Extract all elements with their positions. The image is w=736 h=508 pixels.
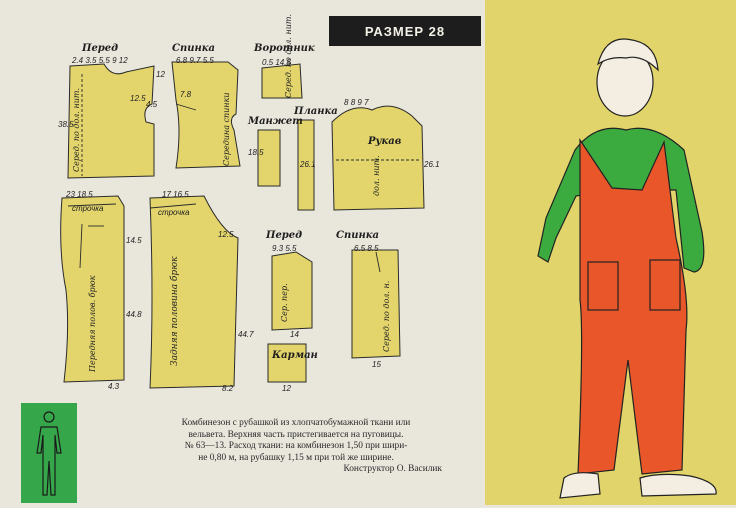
label-front: Перед xyxy=(82,43,119,54)
label-back: Спинка xyxy=(172,43,216,54)
shirt-back-piece xyxy=(171,61,241,169)
label-front-small: Перед xyxy=(266,230,303,241)
sleeve-piece xyxy=(331,105,425,211)
measure-trouser-front-length: 44.8 xyxy=(126,310,142,319)
back-small-grain-text: Серед. по дол. н. xyxy=(382,280,391,352)
measure-front-top: 2.4 3.5 5.5 9 12 xyxy=(72,56,128,65)
measure-front-side-c: 4.5 xyxy=(146,100,158,109)
measure-trouser-back-top: 17 16.5 xyxy=(162,190,189,199)
shirt-front-piece xyxy=(67,63,155,179)
label-cuff: Манжет xyxy=(248,116,303,127)
back-grain-text: Середина спинки xyxy=(222,92,231,167)
front-trouser-text: Передняя полов. брюк xyxy=(88,275,97,373)
overall-thumbnail xyxy=(21,403,77,503)
measure-trouser-back-length: 44.7 xyxy=(238,330,254,339)
front-small-grain-text: Сер. пер. xyxy=(280,283,289,322)
trouser-front-piece xyxy=(60,195,125,383)
caption-line-3: № 63—13. Расход ткани: на комбинезон 1,5… xyxy=(184,441,408,451)
measure-back-side: 7.8 xyxy=(180,90,192,99)
measure-trouser-front-side: 14.5 xyxy=(126,236,142,245)
measure-front-small-bottom: 14 xyxy=(290,330,299,339)
size-badge: РАЗМЕР 28 xyxy=(329,16,481,46)
sleeve-grain-text: дол. нит. xyxy=(372,155,381,196)
label-collar: Воротник xyxy=(254,43,315,54)
measure-back-top: 6.8 9.7 5.5 xyxy=(176,56,214,65)
caption-designer: Конструктор О. Василик xyxy=(343,464,442,474)
collar-grain-text: Серед. по дол. нит. xyxy=(284,14,293,98)
trouser-back-piece xyxy=(149,195,239,389)
measure-back-small-bottom: 15 xyxy=(372,360,381,369)
measure-sleeve-side: 26.1 xyxy=(424,160,440,169)
caption-line-1: Комбинезон с рубашкой из хлопчатобумажно… xyxy=(181,418,411,428)
measure-front-side-a: 12 xyxy=(156,70,165,79)
bib-front-piece xyxy=(271,251,313,331)
boy-illustration xyxy=(537,38,717,499)
label-stroke-back: строчка xyxy=(158,208,190,217)
placket-piece xyxy=(297,119,315,211)
measure-pocket: 12 xyxy=(282,384,291,393)
label-back-small: Спинка xyxy=(336,230,380,241)
front-grain-text: Серед. по дол. нит. xyxy=(72,88,81,172)
measure-trouser-back-side: 12.5 xyxy=(218,230,234,239)
measure-trouser-back-hem: 8.2 xyxy=(222,384,234,393)
caption-line-4: не 0,80 м, на рубашку 1,15 м при той же … xyxy=(198,452,394,463)
measure-back-small-top: 6.5 8.5 xyxy=(354,244,379,253)
measure-trouser-front-top: 23 18.5 xyxy=(66,190,93,199)
label-pocket: Карман xyxy=(272,350,318,361)
label-stroke-front: строчка xyxy=(72,204,104,213)
caption-line-2: вельвета. Верхняя часть пристегивается н… xyxy=(188,429,404,440)
measure-placket: 26.1 xyxy=(300,160,316,169)
pocket-piece xyxy=(267,343,307,383)
measure-front-side-b: 12.5 xyxy=(130,94,146,103)
back-trouser-text: Задняя половина брюк xyxy=(170,256,180,367)
measure-cuff: 18.5 xyxy=(248,148,264,157)
measure-trouser-front-hem: 4.3 xyxy=(108,382,120,391)
caption-block: Комбинезон с рубашкой из хлопчатобумажно… xyxy=(148,418,444,476)
measure-sleeve-top: 8 8 9 7 xyxy=(344,98,369,107)
measure-front-length: 38.5 xyxy=(58,120,74,129)
label-placket: Планка xyxy=(294,106,338,117)
label-sleeve: Рукав xyxy=(368,136,402,147)
measure-front-small-top: 9.3 5.5 xyxy=(272,244,297,253)
collar-piece xyxy=(261,63,303,99)
bib-back-piece xyxy=(351,249,401,359)
cuff-piece xyxy=(257,129,281,187)
overall-thumbnail-icon xyxy=(36,411,62,496)
measure-collar: 0.5 14.5 xyxy=(262,58,291,67)
